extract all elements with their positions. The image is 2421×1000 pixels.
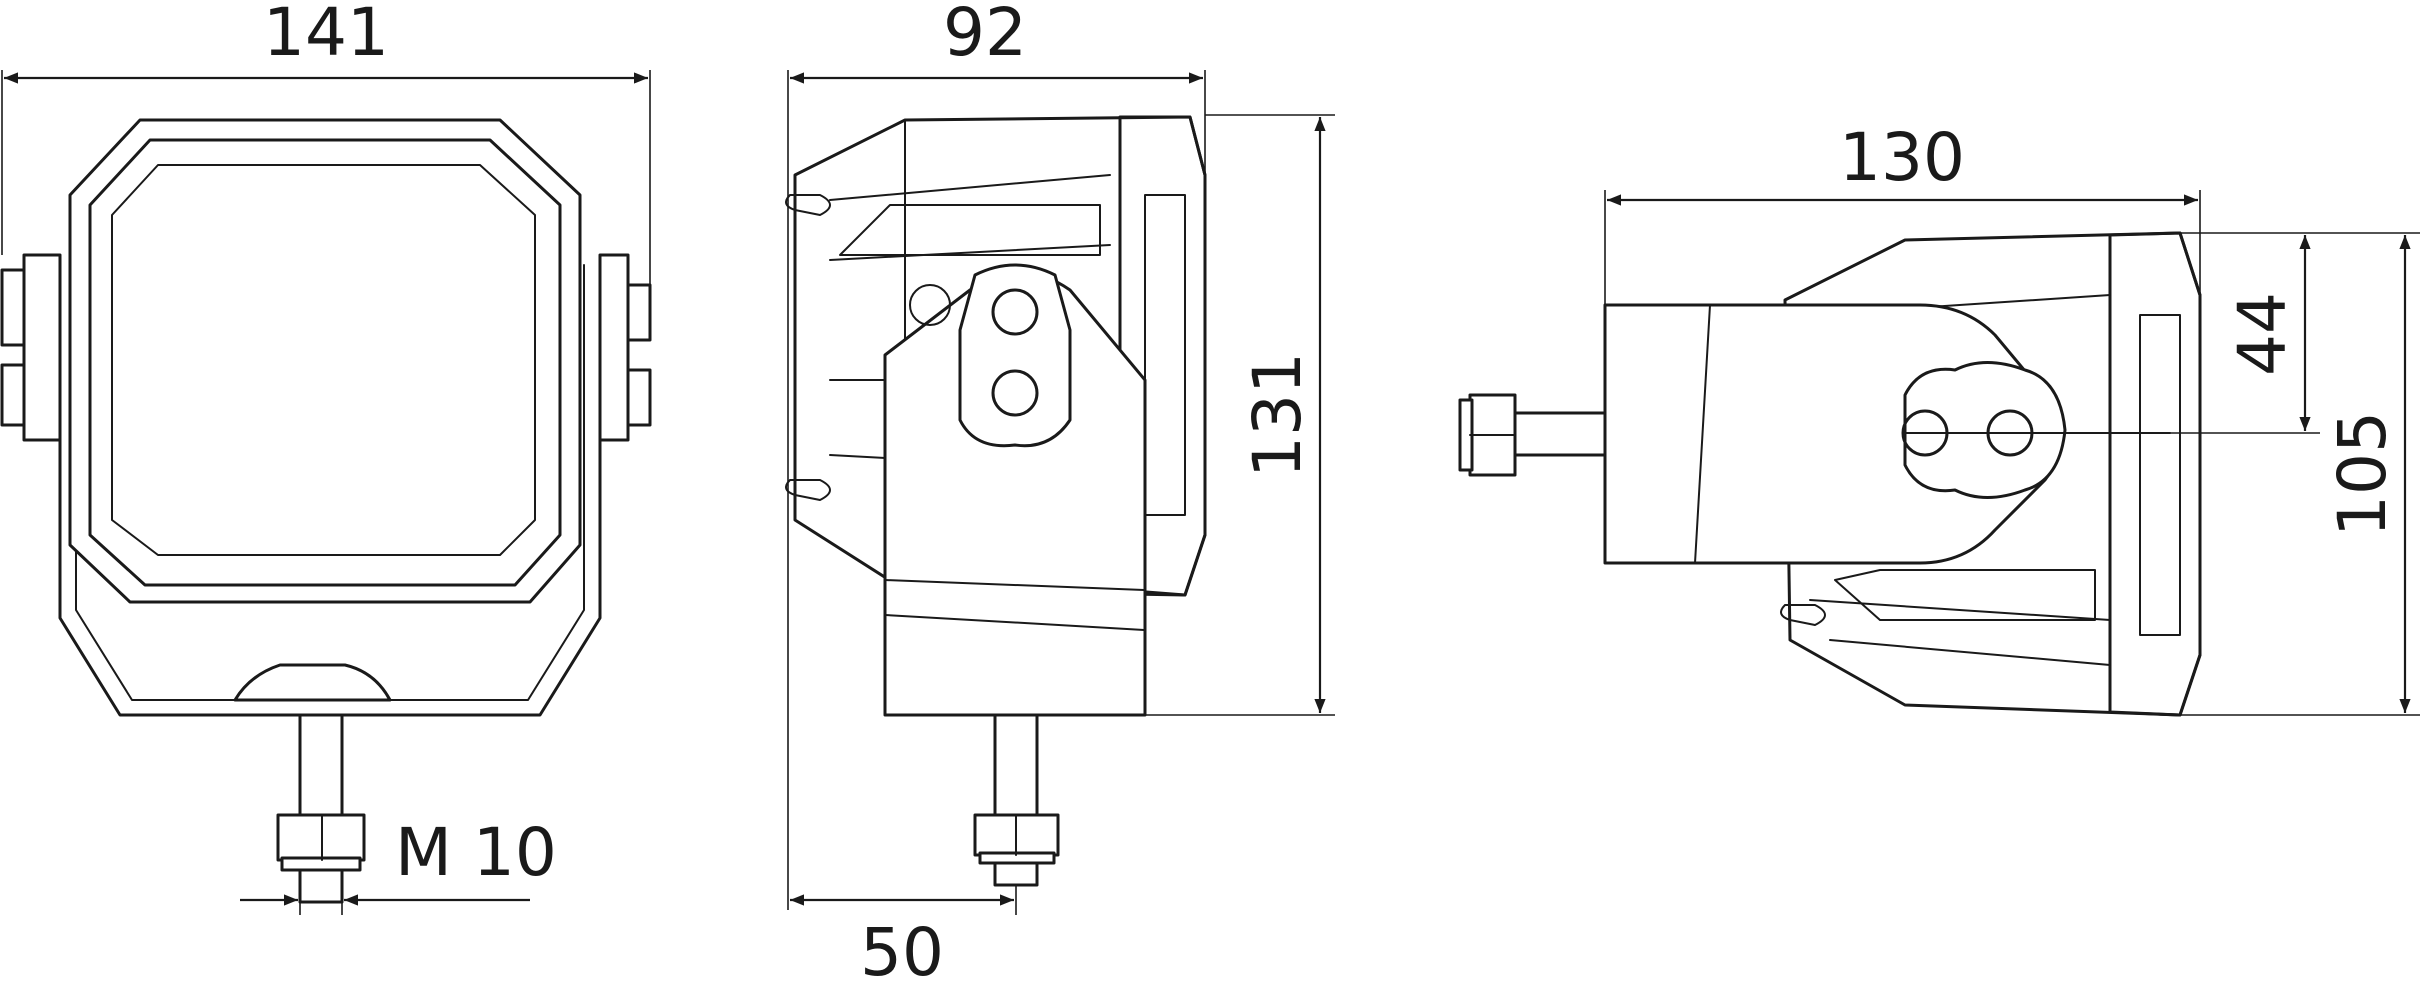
dimension-side-depth: 92: [787, 0, 1206, 910]
top-view: [1458, 231, 2202, 717]
side-view: [785, 115, 1207, 887]
dimension-thread: M 10: [240, 814, 557, 915]
dimension-top-length: 130: [1604, 119, 2201, 305]
side-pivot-hole-upper: [991, 288, 1039, 336]
front-lens: [111, 164, 536, 556]
front-left-washer: [22, 253, 62, 442]
dimension-side-height: 131: [1145, 114, 1335, 716]
front-right-washer: [598, 253, 630, 442]
front-left-nut-upper: [0, 268, 26, 347]
front-bolt-end: [298, 868, 344, 904]
dimension-top-height: 105: [2180, 235, 2420, 716]
dimension-top-length-label: 130: [1839, 119, 1965, 196]
side-pivot-hole-lower: [991, 369, 1039, 417]
top-lens-inner: [2139, 314, 2181, 636]
side-pivot-plate: [958, 263, 1072, 448]
front-bottom-bump: [233, 663, 392, 702]
dimension-bolt-offset: 50: [790, 885, 1017, 991]
dimension-bolt-offset-label: 50: [860, 914, 944, 991]
dimension-side-depth-label: 92: [943, 0, 1027, 71]
side-bolt-stem: [993, 713, 1039, 817]
front-bolt-stem: [298, 713, 344, 817]
dimension-thread-label: M 10: [395, 814, 557, 891]
dimension-front-width: 141: [1, 0, 651, 285]
dimension-side-height-label: 131: [1239, 352, 1316, 478]
dimension-top-offset: 44: [2170, 232, 2420, 434]
front-right-nut-lower: [626, 368, 652, 427]
front-right-nut-upper: [626, 283, 652, 342]
dimension-front-width-label: 141: [263, 0, 389, 71]
front-left-nut-lower: [0, 363, 26, 427]
top-bolt-stem: [1513, 411, 1607, 457]
front-lens-frame: [88, 138, 562, 587]
dimension-top-height-label: 105: [2324, 411, 2401, 537]
front-view: [0, 118, 652, 904]
front-housing: [68, 118, 582, 604]
top-pivot-plate: [1903, 361, 2067, 499]
dimension-top-offset-label: 44: [2224, 292, 2301, 376]
